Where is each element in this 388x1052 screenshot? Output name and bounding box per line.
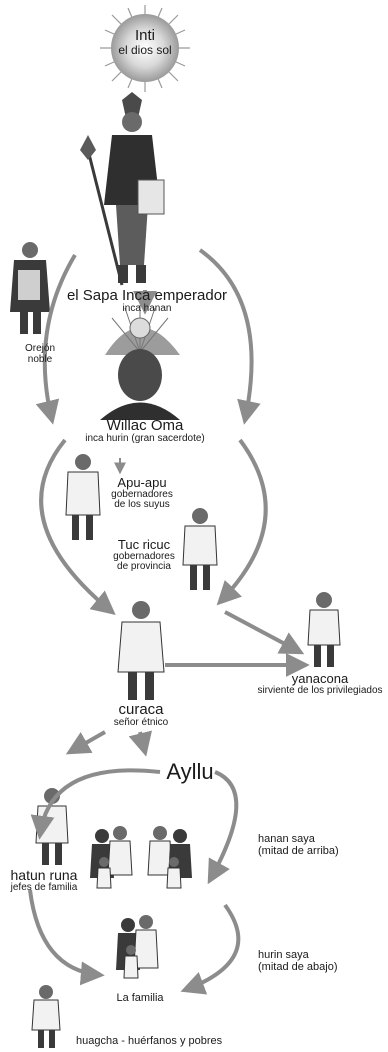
hatun-runa-label: hatun runa jefes de familia — [2, 868, 86, 893]
sun-icon — [100, 5, 190, 92]
sapa-inca-figure-icon — [80, 92, 165, 286]
arrow-sapa-to-right — [198, 248, 261, 425]
orejon-line1: Orejón — [24, 343, 55, 354]
arrow-ayllu-to-hanan — [207, 770, 239, 885]
arrow-curaca-to-ayllu — [128, 730, 152, 757]
hanan-saya-label: hanan saya (mitad de arriba) — [258, 833, 378, 857]
arrow-right-to-curaca — [216, 438, 268, 606]
curaca-title: curaca — [118, 701, 164, 718]
arrow-to-yanacona-diag — [224, 610, 305, 655]
willac-oma-subtitle: inca hurin (gran sacerdote) — [85, 432, 205, 444]
hurin-saya-label: hurin saya (mitad de abajo) — [258, 949, 378, 973]
hierarchy-arrows — [28, 248, 310, 995]
arrow-sapa-to-left — [35, 253, 77, 425]
yanacona-title: yanacona — [291, 671, 349, 686]
apu-apu-line1: gobernadores — [111, 488, 173, 500]
arrow-ayllu-to-left — [30, 768, 161, 840]
tuc-ricuc-line2: de provincia — [117, 561, 171, 573]
hanan-saya-line1: hanan saya — [258, 833, 315, 845]
tuc-ricuc-label: Tuc ricuc gobernadores de provincia — [104, 538, 184, 573]
apu-apu-label: Apu-apu gobernadores de los suyus — [100, 476, 184, 511]
familia-title: La familia — [116, 992, 164, 1004]
apu-apu-figure-icon — [65, 454, 101, 540]
tuc-ricuc-figure-icon — [182, 508, 218, 590]
arrow-curaca-to-hatun — [65, 730, 106, 755]
orejon-label: Orejón noble — [12, 343, 68, 365]
curaca-figure-icon — [117, 601, 165, 700]
yanacona-label: yanacona sirviente de los privilegiados — [250, 672, 388, 696]
arrow-left-to-curaca — [39, 438, 116, 616]
sapa-inca-subtitle: inca hanan — [122, 302, 172, 314]
hurin-saya-line2: (mitad de abajo) — [258, 960, 338, 973]
willac-oma-figure-icon — [100, 305, 180, 420]
huagcha-figure-icon — [31, 985, 61, 1048]
curaca-label: curaca señor étnico — [96, 702, 186, 728]
hanan-family-group-icon — [90, 826, 192, 889]
apu-apu-line2: de los suyus — [114, 499, 170, 511]
sapa-inca-title: el Sapa Inca emperador — [66, 287, 228, 304]
hatun-runa-title: hatun runa — [10, 867, 78, 883]
yanacona-subtitle: sirviente de los privilegiados — [257, 684, 383, 696]
ayllu-title: Ayllu — [166, 759, 214, 784]
tuc-ricuc-title: Tuc ricuc — [117, 537, 171, 552]
huagcha-title: huagcha - huérfanos y pobres — [76, 1035, 223, 1047]
arrow-hatun-to-familia — [28, 889, 105, 986]
familia-group-icon — [116, 915, 159, 979]
hurin-saya-line1: hurin saya — [258, 949, 309, 961]
hatun-runa-subtitle: jefes de familia — [10, 881, 78, 893]
willac-oma-title: Willac Oma — [106, 417, 184, 434]
willac-oma-label: Willac Oma inca hurin (gran sacerdote) — [70, 418, 220, 444]
sun-title: Inti — [134, 27, 155, 44]
arrow-to-familia-right — [180, 903, 241, 995]
hanan-saya-line2: (mitad de arriba) — [258, 844, 339, 857]
orejon-figure-icon — [10, 242, 50, 334]
sapa-inca-label: el Sapa Inca emperador inca hanan — [52, 288, 242, 314]
tuc-ricuc-line1: gobernadores — [113, 550, 175, 562]
sun-label: Inti el dios sol — [100, 28, 190, 56]
curaca-subtitle: señor étnico — [113, 716, 169, 728]
yanacona-figure-icon — [307, 592, 341, 667]
sun-subtitle: el dios sol — [118, 42, 172, 57]
apu-apu-title: Apu-apu — [117, 475, 167, 490]
orejon-line2: noble — [27, 353, 53, 365]
